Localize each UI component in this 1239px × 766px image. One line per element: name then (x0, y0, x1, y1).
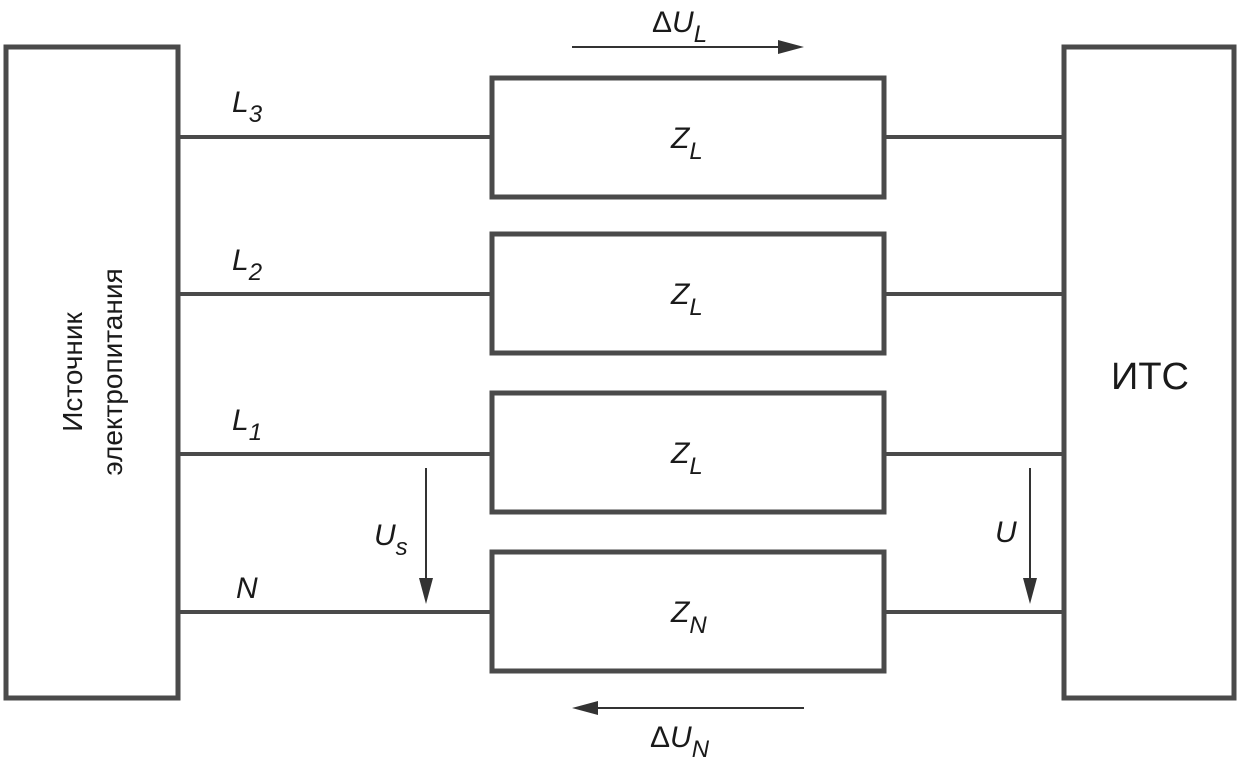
line-l2-sub: 2 (248, 259, 262, 286)
line-l3-sub: 3 (249, 101, 263, 128)
delta-ul-arrow (572, 40, 804, 54)
impedance-l1-sub: L (689, 453, 702, 480)
impedance-n-base: Z (670, 596, 691, 629)
delta-un-prefix: Δ (650, 721, 670, 754)
delta-ul-sub: L (694, 21, 707, 48)
line-l2-base: L (232, 244, 249, 277)
impedance-l1: ZL (489, 390, 887, 515)
power-source-label-line1: Источник (57, 311, 88, 431)
u-base: U (995, 516, 1017, 549)
its-label: ИТС (1111, 356, 1189, 398)
delta-un-label: ΔUN (650, 721, 710, 761)
impedance-l3-sub: L (689, 138, 702, 165)
line-l1-base: L (232, 404, 249, 437)
impedance-label-n: ZN (670, 596, 707, 639)
line-label-n: N (236, 572, 258, 605)
impedance-l2-sub: L (689, 294, 702, 321)
u-arrow (1023, 468, 1037, 604)
impedance-l3: ZL (489, 75, 887, 200)
line-label-l1: L1 (232, 404, 262, 446)
impedance-box-l3 (489, 75, 887, 200)
line-l3-base: L (232, 86, 249, 119)
u-arrow-head (1023, 578, 1037, 604)
impedance-l1-base: Z (670, 437, 691, 470)
us-arrow-head (419, 578, 433, 604)
line-l1-sub: 1 (249, 419, 262, 446)
line-label-l3: L3 (232, 86, 263, 128)
delta-ul-base: U (672, 6, 694, 39)
delta-un-base: U (670, 721, 692, 754)
us-sub: s (396, 534, 408, 561)
delta-un-arrow-head (572, 701, 598, 715)
impedance-n: ZN (489, 549, 887, 674)
impedance-l2-base: Z (670, 278, 691, 311)
impedance-l2: ZL (489, 231, 887, 356)
its-block (1061, 44, 1237, 701)
impedance-box-l2 (489, 231, 887, 356)
impedance-label-l1: ZL (670, 437, 703, 480)
wires (178, 135, 1064, 614)
delta-un-sub: N (692, 736, 710, 761)
u-label: U (995, 516, 1017, 549)
line-label-l2: L2 (232, 244, 262, 286)
us-arrow (419, 468, 433, 604)
impedance-n-sub: N (689, 612, 707, 639)
impedance-label-l2: ZL (670, 278, 703, 321)
impedance-box-n (489, 549, 887, 674)
power-source-block (3, 44, 181, 701)
power-source-label-line2: электропитания (97, 268, 128, 475)
delta-ul-label: ΔUL (652, 6, 707, 48)
delta-un-arrow (572, 701, 804, 715)
impedance-label-l3: ZL (670, 122, 703, 165)
impedance-l3-base: Z (670, 122, 691, 155)
line-n-base: N (236, 572, 258, 605)
power-source-label: Источник электропитания (57, 268, 128, 475)
us-base: U (374, 519, 396, 552)
impedance-box-l1 (489, 390, 887, 515)
us-label: Us (374, 519, 408, 561)
delta-ul-arrow-head (778, 40, 804, 54)
delta-ul-prefix: Δ (652, 6, 672, 39)
